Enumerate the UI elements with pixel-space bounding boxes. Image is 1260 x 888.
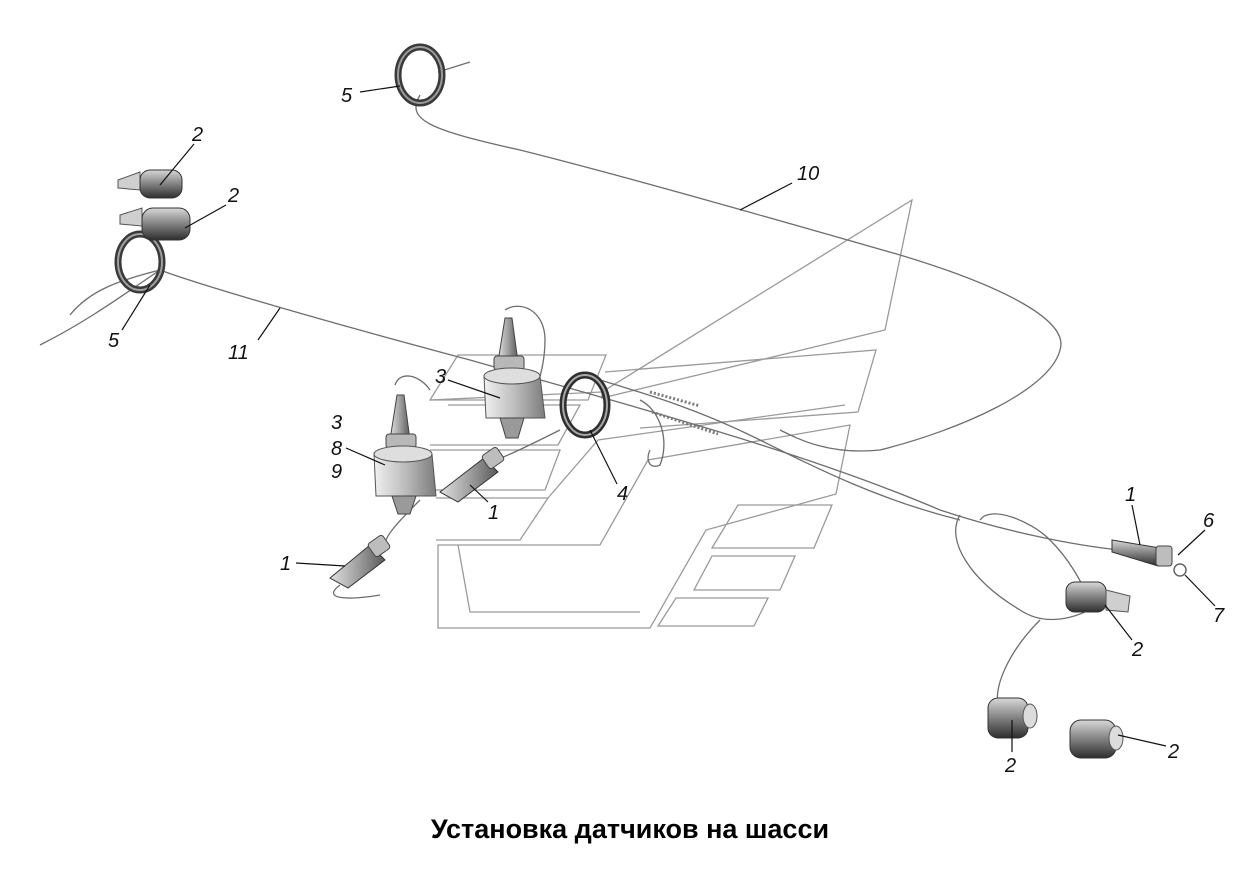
- callout-4: 4: [617, 483, 628, 505]
- callout-10: 10: [797, 163, 819, 185]
- sensor-1-center: [439, 446, 505, 503]
- callout-6: 6: [1203, 510, 1215, 532]
- callout-2-a: 2: [191, 124, 203, 146]
- callout-1-right: 1: [1125, 484, 1136, 506]
- pressure-sensor-lower: [373, 394, 437, 515]
- callout-5-left: 5: [108, 330, 120, 352]
- callout-1-left: 1: [280, 553, 291, 575]
- wire-11: [39, 269, 1121, 551]
- sensor-2-bottom-right: [1069, 719, 1124, 759]
- sensor-2-right-mid: [1065, 581, 1131, 613]
- callout-3-upper: 3: [435, 366, 446, 388]
- pressure-sensor-upper: [483, 317, 546, 439]
- ring-seal-left: [114, 230, 166, 294]
- sensor-1-right: [1111, 539, 1187, 577]
- ring-seal-center: [559, 371, 611, 439]
- callout-7: 7: [1213, 605, 1225, 627]
- diagram-caption: Установка датчиков на шасси: [430, 814, 830, 844]
- wire-10: [415, 94, 1062, 452]
- wire-harness: [39, 61, 1121, 711]
- sensor-2-bottom-left: [987, 697, 1038, 739]
- callout-9: 9: [331, 461, 342, 483]
- callout-2-c: 2: [1131, 639, 1143, 661]
- callout-3-lower: 3: [331, 412, 342, 434]
- callout-2-e: 2: [1167, 741, 1179, 763]
- cable-clamp-strip: [649, 390, 719, 436]
- callout-2-b: 2: [227, 185, 239, 207]
- ring-seal-top: [394, 43, 446, 107]
- callout-2-d: 2: [1004, 755, 1016, 777]
- leader-lines: [121, 85, 1216, 752]
- sensor-2-top-left-2: [119, 207, 191, 241]
- callout-5-top: 5: [341, 85, 353, 107]
- callout-8: 8: [331, 438, 342, 460]
- callout-11: 11: [228, 342, 249, 364]
- sensor-2-top-left-1: [117, 169, 183, 199]
- sensor-1-left: [329, 534, 391, 589]
- callout-1-center: 1: [488, 502, 499, 524]
